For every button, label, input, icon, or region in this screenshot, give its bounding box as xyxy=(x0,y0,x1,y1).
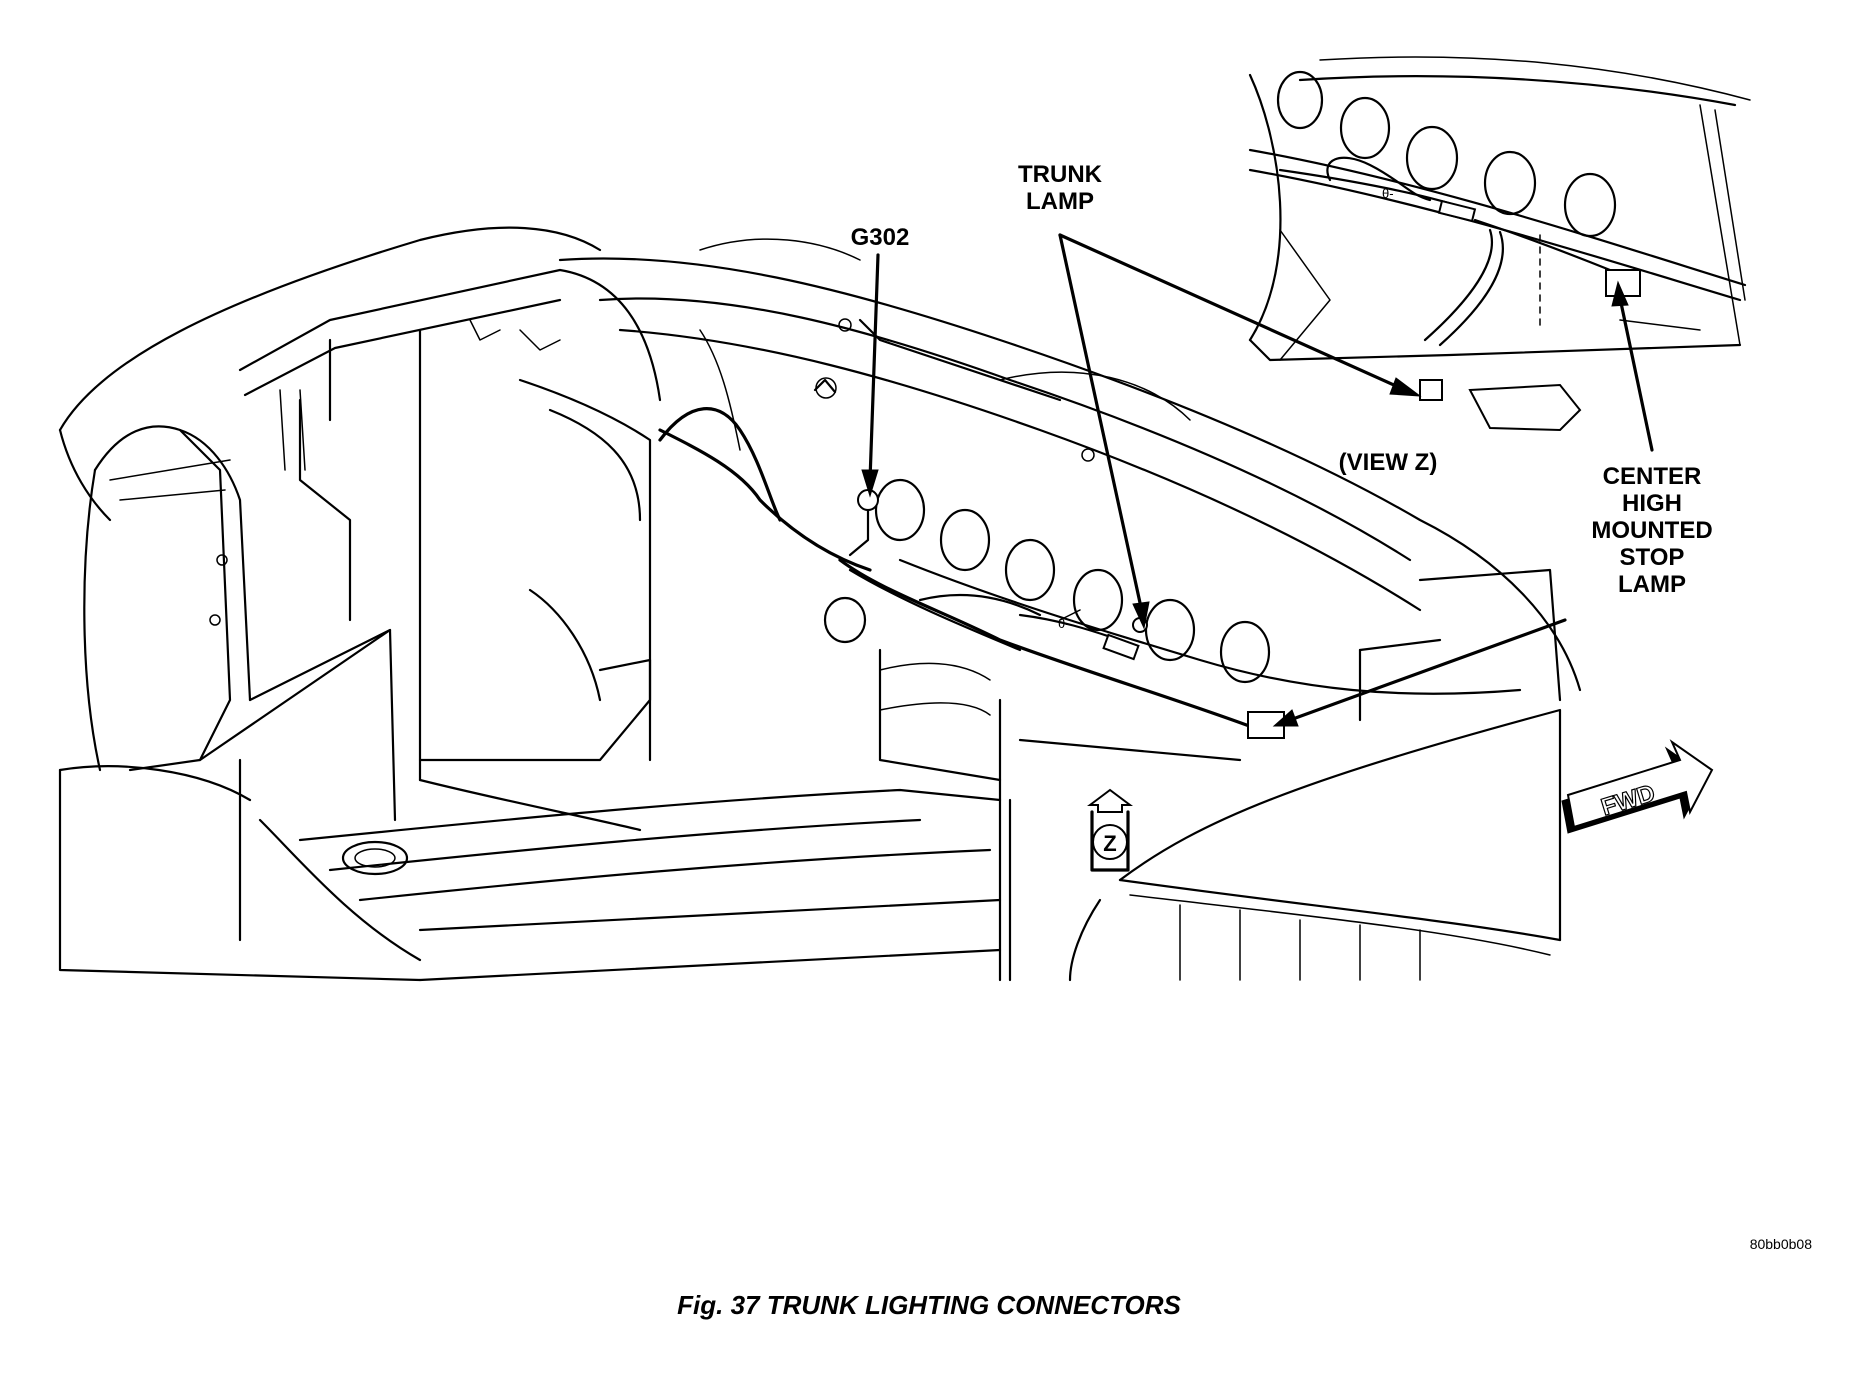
panel-hole xyxy=(874,478,926,542)
panel-hole xyxy=(1219,620,1271,684)
label-trunk-lamp-line2: LAMP xyxy=(1026,188,1094,215)
wire-symbol: θ- xyxy=(1058,616,1070,631)
view-z-inset xyxy=(1248,56,1751,432)
label-chmsl-line2: HIGH xyxy=(1622,490,1682,517)
inset-lamp-plug xyxy=(1419,379,1443,401)
inset-hole xyxy=(1483,150,1537,216)
wire-symbol: θ- xyxy=(1382,186,1394,201)
label-chmsl-line3: MOUNTED xyxy=(1591,517,1712,544)
chmsl-connector xyxy=(1605,269,1641,297)
inset-hole xyxy=(1276,70,1324,130)
inset-connector xyxy=(1437,199,1477,223)
panel-hole xyxy=(939,508,991,572)
panel-hole xyxy=(1072,568,1124,632)
view-z-marker-label: Z xyxy=(1103,831,1116,856)
label-chmsl-line5: LAMP xyxy=(1618,571,1686,598)
trunk-lamp-housing xyxy=(1468,383,1582,432)
label-view-z: (VIEW Z) xyxy=(1339,449,1438,476)
inset-hole xyxy=(1563,172,1617,238)
trunk-body: θ- θ- xyxy=(58,186,1582,982)
inset-hole xyxy=(1405,125,1459,191)
panel-hole xyxy=(823,596,867,644)
bolt xyxy=(815,377,837,399)
fwd-arrow: FWD xyxy=(1561,739,1714,834)
harness-connector xyxy=(1102,633,1140,661)
label-g302: G302 xyxy=(851,224,910,251)
callout-labels: TRUNK LAMP G302 (VIEW Z) CENTER HIGH MOU… xyxy=(851,161,1713,598)
callout-arrows xyxy=(861,233,1654,727)
panel-hole xyxy=(1004,538,1056,602)
label-trunk-lamp-line1: TRUNK xyxy=(1018,161,1103,188)
view-z-marker: Z xyxy=(1087,788,1133,872)
floor-drain-hole xyxy=(341,840,409,876)
ground-g302 xyxy=(857,489,879,511)
label-chmsl-line4: STOP xyxy=(1620,544,1685,571)
label-chmsl-line1: CENTER xyxy=(1603,463,1702,490)
figure-caption: Fig. 37 TRUNK LIGHTING CONNECTORS xyxy=(677,1290,1181,1320)
inset-hole xyxy=(1339,96,1391,160)
figure-code: 80bb0b08 xyxy=(1749,1236,1812,1252)
